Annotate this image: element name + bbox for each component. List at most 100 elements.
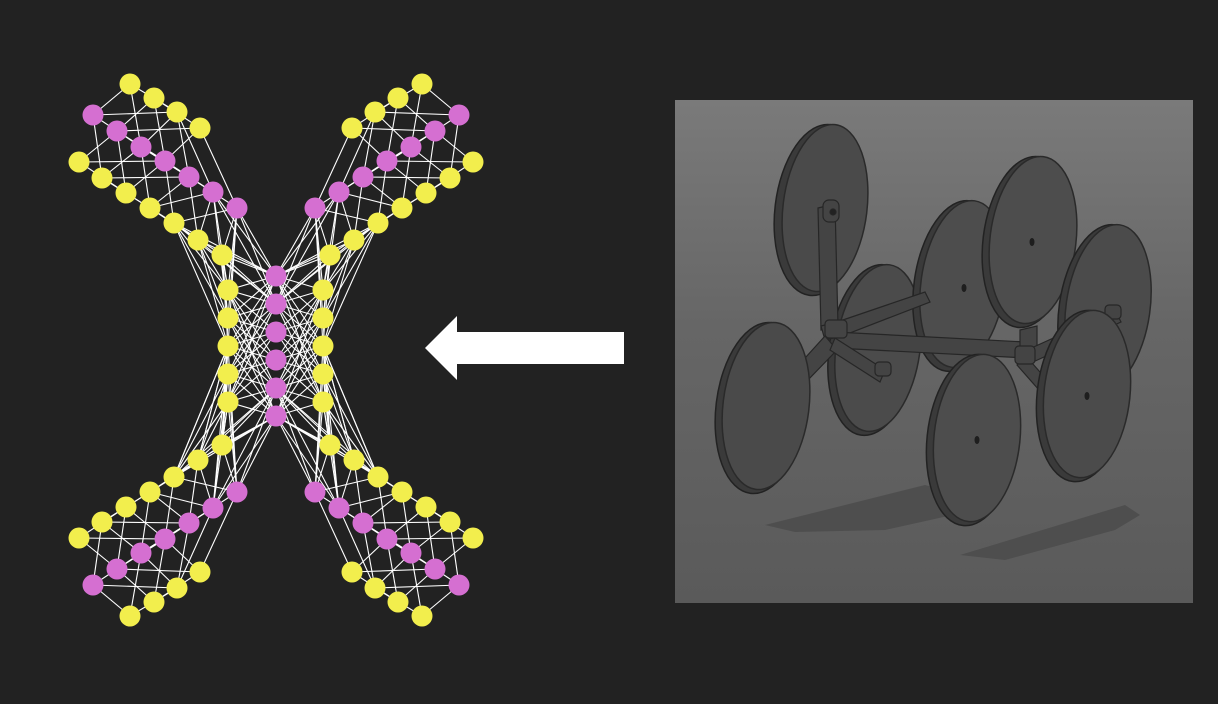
graph-edge	[227, 275, 277, 347]
graph-node-yellow	[312, 391, 334, 413]
graph-node-yellow	[143, 591, 165, 613]
graph-edge	[351, 568, 436, 573]
graph-node-yellow	[187, 449, 209, 471]
graph-edge	[275, 415, 340, 509]
graph-edge	[173, 401, 229, 478]
graph-edge	[227, 401, 238, 493]
graph-edge	[322, 222, 379, 347]
graph-edge	[338, 491, 403, 509]
graph-node-magenta	[304, 197, 326, 219]
graph-node-yellow	[68, 527, 90, 549]
graph-node-yellow	[341, 561, 363, 583]
graph-node-magenta	[106, 558, 128, 580]
graph-node-yellow	[343, 229, 365, 251]
graph-edge	[322, 345, 379, 478]
graph-edge	[199, 491, 238, 573]
wheel-back-right	[981, 155, 1078, 329]
ground-shadow	[765, 485, 1140, 560]
graph-node-yellow	[462, 527, 484, 549]
graph-node-yellow	[312, 335, 334, 357]
graph-node-magenta	[265, 377, 287, 399]
graph-edge	[322, 401, 379, 478]
graph-edge	[236, 387, 277, 493]
graph-edge	[101, 521, 190, 524]
graph-node-yellow	[217, 335, 239, 357]
graph-edge	[176, 111, 214, 193]
graph-edge	[236, 207, 277, 277]
graph-node-yellow	[367, 466, 389, 488]
graph-edge	[212, 191, 277, 305]
graph-edge	[92, 584, 178, 589]
graph-edge	[92, 111, 178, 116]
graph-node-yellow	[115, 496, 137, 518]
graph-edge	[78, 160, 166, 163]
graph-node-magenta	[226, 197, 248, 219]
graph-node-yellow	[163, 466, 185, 488]
graph-edge	[338, 507, 376, 589]
graph-edge	[314, 401, 324, 493]
graph-edge	[338, 191, 403, 209]
graph-edge	[386, 160, 474, 163]
graph-edge	[410, 83, 423, 148]
graph-edge	[227, 331, 277, 403]
graph-edge	[212, 191, 229, 291]
graph-edge	[275, 387, 316, 493]
graph-edge	[275, 387, 340, 509]
graph-node-magenta	[178, 166, 200, 188]
graph-node-yellow	[166, 577, 188, 599]
graph-edge	[173, 222, 229, 319]
arrow-shape	[425, 316, 624, 380]
graph-node-yellow	[211, 244, 233, 266]
graph-edge	[275, 254, 331, 305]
graph-edge	[129, 552, 142, 617]
graph-node-yellow	[387, 591, 409, 613]
graph-edge	[188, 176, 199, 241]
graph-edge	[275, 275, 324, 319]
graph-node-yellow	[391, 481, 413, 503]
graph-edge	[149, 491, 214, 509]
graph-node-yellow	[217, 363, 239, 385]
graph-node-yellow	[312, 363, 334, 385]
graph-node-magenta	[265, 265, 287, 287]
graph-edge	[275, 191, 340, 305]
graph-node-magenta	[424, 120, 446, 142]
graph-edge	[275, 359, 324, 403]
graph-edge	[322, 373, 355, 461]
graph-node-yellow	[217, 307, 239, 329]
graph-node-magenta	[265, 349, 287, 371]
graph-edge	[227, 359, 277, 403]
graph-edge	[275, 387, 355, 461]
graph-node-magenta	[82, 104, 104, 126]
graph-nodes	[68, 73, 484, 627]
graph-edge	[197, 373, 229, 461]
graph-edge	[173, 373, 229, 478]
graph-edge	[362, 176, 451, 179]
graph-node-yellow	[91, 511, 113, 533]
graph-edge	[236, 415, 277, 493]
graph-edge	[227, 303, 277, 403]
graph-node-yellow	[119, 73, 141, 95]
graph-edge	[149, 191, 214, 209]
graph-edge	[199, 127, 238, 209]
graph-edge	[275, 239, 355, 305]
graph-node-yellow	[411, 73, 433, 95]
graph-node-magenta	[178, 512, 200, 534]
graph-node-yellow	[364, 577, 386, 599]
graph-node-yellow	[341, 117, 363, 139]
graph-node-magenta	[304, 481, 326, 503]
graph-node-yellow	[139, 481, 161, 503]
graph-node-yellow	[319, 244, 341, 266]
graph-edge	[374, 584, 460, 589]
graph-node-yellow	[411, 605, 433, 627]
left-arrow-icon	[425, 316, 624, 380]
graph-edge	[197, 387, 277, 461]
graph-edge	[362, 521, 451, 524]
graph-edge	[212, 191, 277, 277]
graph-node-yellow	[462, 151, 484, 173]
graph-edge	[197, 401, 229, 461]
graph-edge	[275, 191, 340, 277]
graph-node-yellow	[312, 279, 334, 301]
graph-edge	[129, 83, 142, 148]
graph-node-magenta	[265, 405, 287, 427]
graph-node-magenta	[265, 293, 287, 315]
